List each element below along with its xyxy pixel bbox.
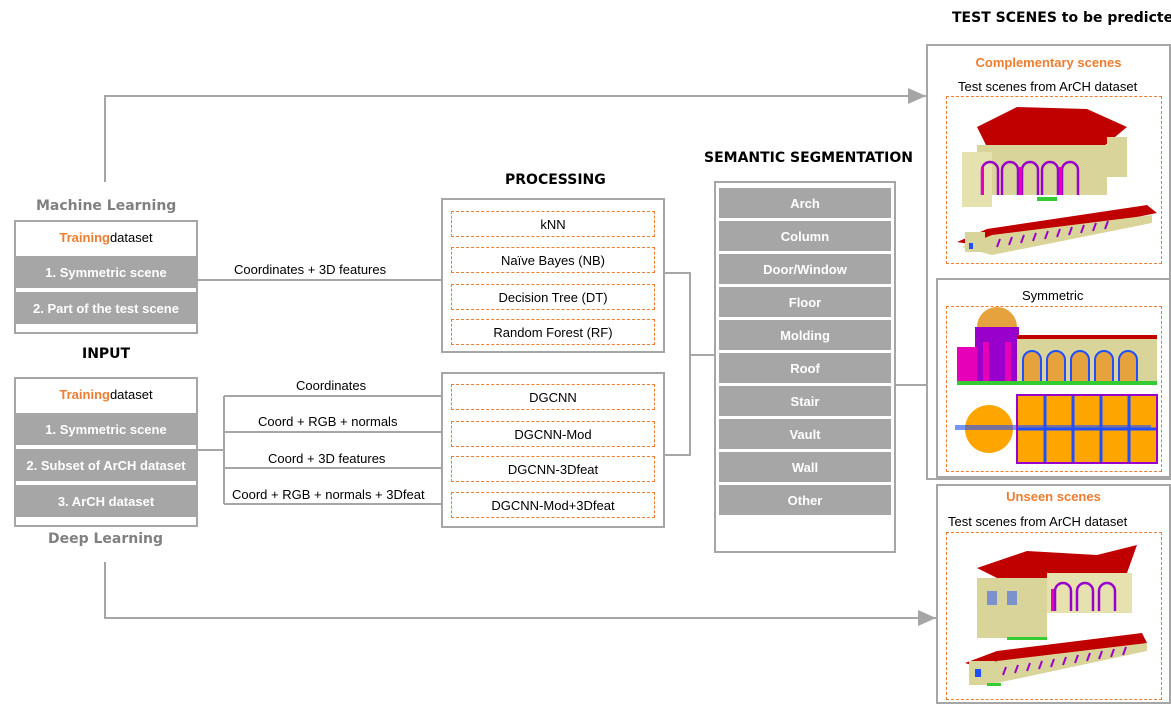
ml-item-symmetric-scene: 1. Symmetric scene	[16, 256, 196, 288]
method-decision-tree: Decision Tree (DT)	[451, 284, 655, 310]
dl-item-arch-dataset: 3. ArCH dataset	[16, 485, 196, 517]
dl-training-dataset-title: Training dataset	[16, 379, 196, 409]
class-roof: Roof	[719, 353, 891, 383]
dl-connector-label-1: Coordinates	[296, 378, 367, 393]
ml-connector-label: Coordinates + 3D features	[234, 262, 387, 277]
complementary-scenes-image	[946, 96, 1162, 264]
method-dgcnn-3dfeat: DGCNN-3Dfeat	[451, 456, 655, 482]
method-dgcnn-mod: DGCNN-Mod	[451, 421, 655, 447]
class-floor: Floor	[719, 287, 891, 317]
ml-training-dataset-title: Training dataset	[16, 222, 196, 252]
class-arch: Arch	[719, 188, 891, 218]
dl-connector-label-3: Coord + 3D features	[268, 451, 386, 466]
dl-bracket	[198, 449, 225, 504]
method-dgcnn: DGCNN	[451, 384, 655, 410]
symmetric-scene-image	[946, 306, 1162, 472]
processing-heading: PROCESSING	[505, 172, 606, 188]
complementary-point-cloud	[957, 107, 1157, 255]
ml-to-test-arrow	[104, 88, 926, 182]
unseen-scenes-image	[946, 532, 1162, 700]
dl-connector-label-4: Coord + RGB + normals + 3Dfeat	[232, 487, 425, 502]
complementary-caption: Test scenes from ArCH dataset	[958, 79, 1138, 94]
unseen-caption: Test scenes from ArCH dataset	[948, 514, 1128, 529]
method-dgcnn-mod-3dfeat: DGCNN-Mod+3Dfeat	[451, 492, 655, 518]
input-heading: INPUT	[82, 346, 131, 362]
dl-item-symmetric-scene: 1. Symmetric scene	[16, 413, 196, 445]
dl-training-panel: Training dataset 1. Symmetric scene 2. S…	[14, 377, 198, 527]
method-knn: kNN	[451, 211, 655, 237]
class-molding: Molding	[719, 320, 891, 350]
test-scenes-heading: TEST SCENES to be predicted	[952, 10, 1171, 26]
class-other: Other	[719, 485, 891, 515]
class-door-window: Door/Window	[719, 254, 891, 284]
dl-item-subset-arch: 2. Subset of ArCH dataset	[16, 449, 196, 481]
proc-ml-out	[665, 272, 714, 356]
ml-item-part-of-test-scene: 2. Part of the test scene	[16, 292, 196, 324]
method-naive-bayes: Naïve Bayes (NB)	[451, 247, 655, 273]
symmetric-point-cloud	[955, 307, 1158, 464]
class-vault: Vault	[719, 419, 891, 449]
machine-learning-heading: Machine Learning	[36, 198, 177, 214]
class-column: Column	[719, 221, 891, 251]
segmentation-classes-panel: Arch Column Door/Window Floor Molding Ro…	[714, 181, 896, 553]
class-stair: Stair	[719, 386, 891, 416]
symmetric-caption: Symmetric	[1022, 288, 1084, 303]
class-wall: Wall	[719, 452, 891, 482]
dl-to-test-arrow	[104, 562, 936, 626]
deep-learning-heading: Deep Learning	[48, 531, 164, 547]
dl-connector-label-2: Coord + RGB + normals	[258, 414, 398, 429]
semantic-segmentation-heading: SEMANTIC SEGMENTATION	[704, 150, 913, 166]
unseen-title: Unseen scenes	[1006, 489, 1101, 504]
method-random-forest: Random Forest (RF)	[451, 319, 655, 345]
complementary-title: Complementary scenes	[975, 55, 1122, 70]
ml-training-panel: Training dataset 1. Symmetric scene 2. P…	[14, 220, 198, 334]
unseen-point-cloud	[965, 545, 1147, 686]
proc-dl-out	[665, 355, 691, 456]
